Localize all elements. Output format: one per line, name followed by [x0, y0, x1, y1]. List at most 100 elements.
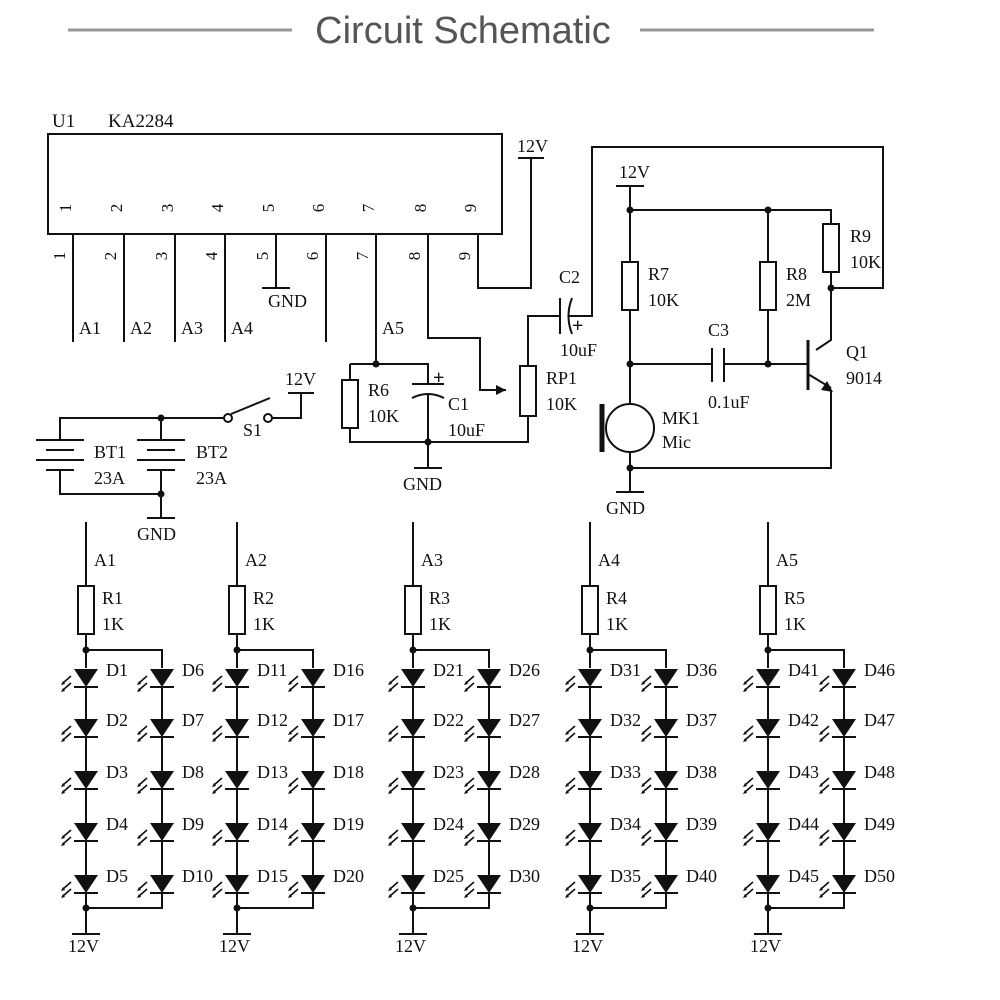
column-bottom-rail — [589, 894, 667, 909]
led-diode — [641, 823, 678, 846]
c2-label: C2 — [559, 267, 580, 287]
column-resistor-value: 1K — [102, 614, 124, 634]
r9-label: R9 — [850, 226, 871, 246]
c2-plus: + — [572, 315, 583, 337]
led-label: D13 — [257, 762, 288, 782]
ic-body — [47, 133, 503, 235]
s1-switch-lever — [230, 397, 271, 415]
led-diode — [464, 719, 501, 742]
rp1-top-wire — [527, 315, 560, 366]
led-diode — [388, 823, 425, 846]
led-label: D35 — [610, 866, 641, 886]
led-diode — [288, 669, 325, 692]
ic-output-label: A2 — [130, 318, 152, 338]
led-diode — [61, 875, 98, 898]
led-label: D31 — [610, 660, 641, 680]
led-diode — [137, 875, 174, 898]
column-resistor-value: 1K — [784, 614, 806, 634]
led-label: D49 — [864, 814, 895, 834]
led-label: D23 — [433, 762, 464, 782]
ic-pin-number-inner: 7 — [359, 203, 378, 212]
column-resistor-label: R2 — [253, 588, 274, 608]
column-node-label: A1 — [94, 550, 116, 570]
led-label: D20 — [333, 866, 364, 886]
led-label: D15 — [257, 866, 288, 886]
r9-resistor — [822, 223, 840, 273]
ic-pin-number-outer: 5 — [253, 252, 272, 261]
led-label: D38 — [686, 762, 717, 782]
led-diode — [388, 875, 425, 898]
led-label: D28 — [509, 762, 540, 782]
preamp-supply-rail — [630, 209, 832, 224]
led-label: D29 — [509, 814, 540, 834]
led-label: D21 — [433, 660, 464, 680]
led-label: D48 — [864, 762, 895, 782]
led-label: D40 — [686, 866, 717, 886]
ic-output-label: A1 — [79, 318, 101, 338]
led-diode — [641, 771, 678, 794]
s1-contact-right — [263, 413, 273, 423]
led-label: D22 — [433, 710, 464, 730]
ic-part: KA2284 — [108, 111, 174, 132]
led-diode — [641, 719, 678, 742]
led-label: D5 — [106, 866, 128, 886]
column-resistor — [77, 585, 95, 635]
c1-plus: + — [433, 367, 444, 389]
battery-junction — [157, 414, 165, 422]
r9-value: 10K — [850, 252, 881, 272]
c3-value: 0.1uF — [708, 392, 750, 412]
r8-resistor — [759, 261, 777, 311]
column-bottom-rail — [412, 894, 490, 909]
r7-value: 10K — [648, 290, 679, 310]
led-diode — [464, 669, 501, 692]
led-label: D1 — [106, 660, 128, 680]
led-diode — [137, 669, 174, 692]
battery-top-wire — [59, 417, 224, 440]
led-label: D14 — [257, 814, 288, 834]
pin9-supply-wire — [477, 158, 532, 289]
gnd-label-c1: GND — [403, 474, 442, 494]
r7-resistor — [621, 261, 639, 311]
led-label: D10 — [182, 866, 213, 886]
led-diode — [212, 771, 249, 794]
c2-value: 10uF — [560, 340, 597, 360]
ic-pin-number-outer: 8 — [405, 252, 424, 261]
ic-pin-number-inner: 6 — [309, 204, 328, 213]
column-resistor-label: R3 — [429, 588, 450, 608]
led-diode — [61, 669, 98, 692]
led-diode — [743, 669, 780, 692]
led-diode — [288, 771, 325, 794]
led-label: D8 — [182, 762, 204, 782]
column-12v-label: 12V — [750, 936, 781, 956]
led-diode — [388, 771, 425, 794]
c1-label: C1 — [448, 394, 469, 414]
led-diode — [464, 823, 501, 846]
led-label: D45 — [788, 866, 819, 886]
mic-gnd-junction — [626, 464, 634, 472]
led-label: D41 — [788, 660, 819, 680]
led-label: D9 — [182, 814, 204, 834]
column-node-label: A4 — [598, 550, 620, 570]
q1-emitter-arrow — [821, 381, 833, 392]
column-resistor-label: R4 — [606, 588, 627, 608]
led-label: D18 — [333, 762, 364, 782]
rp1-wiper-arrow — [496, 385, 506, 395]
led-diode — [565, 719, 602, 742]
page-title: Circuit Schematic — [315, 10, 611, 52]
r6-c1-top-wire — [350, 363, 429, 384]
column-bottom-rail — [85, 894, 163, 909]
led-diode — [212, 719, 249, 742]
bt1-label: BT1 — [94, 442, 126, 462]
led-label: D44 — [788, 814, 819, 834]
led-diode — [137, 719, 174, 742]
led-label: D26 — [509, 660, 540, 680]
ic-pin-number-inner: 9 — [461, 204, 480, 213]
c1-plate-bottom — [411, 393, 445, 399]
led-diode — [565, 669, 602, 692]
ic-output-label: A4 — [231, 318, 253, 338]
